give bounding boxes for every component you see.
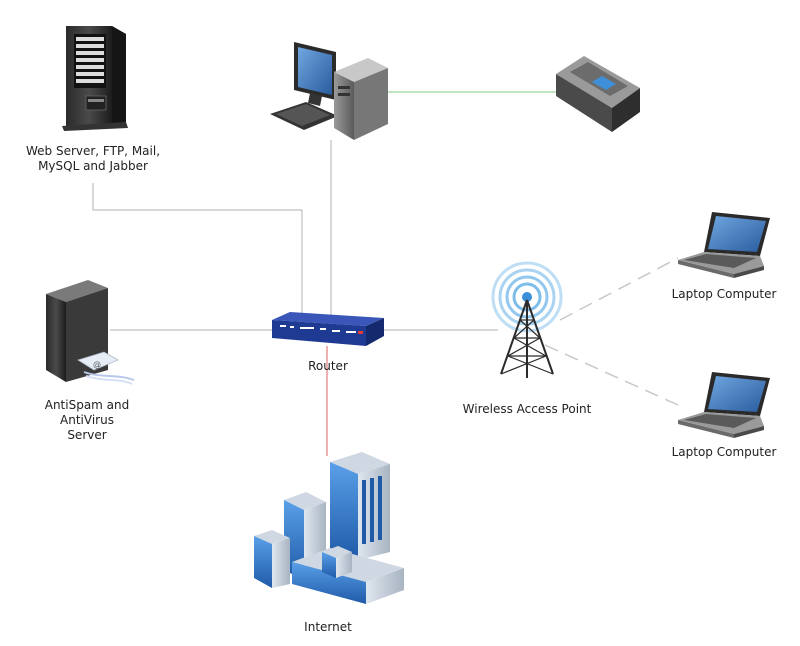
laptop-icon [678,372,770,438]
desktop-computer-icon [270,42,388,140]
antispam-label-line3: Server [67,428,107,442]
wifi-link-laptop-bottom [544,344,679,406]
wireless-tower-icon [491,261,563,378]
laptop-icon [678,212,770,278]
laptop-bottom-label: Laptop Computer [671,445,777,459]
connection-lines [92,91,679,456]
wireless-access-point-label: Wireless Access Point [462,402,592,416]
printer-icon [556,56,640,132]
web-server-label-line1: Web Server, FTP, Mail, [25,144,161,158]
router-label: Router [308,359,348,373]
link-webserver-router [92,183,303,318]
wifi-link-laptop-top [559,257,679,321]
server-tower-icon [62,26,128,131]
internet-label: Internet [304,620,352,634]
antispam-server-label: AntiSpam and AntiVirus Server [27,398,147,443]
web-server-label-line2: MySQL and Jabber [38,159,148,173]
svg-text:@: @ [93,360,101,369]
web-server-label: Web Server, FTP, Mail, MySQL and Jabber [3,144,183,174]
antispam-label-line2: AntiVirus [60,413,114,427]
antispam-label-line1: AntiSpam and [44,398,130,412]
mail-server-icon: @ [46,280,135,385]
router-icon [272,312,384,346]
city-buildings-icon [254,452,404,604]
laptop-top-label: Laptop Computer [671,287,777,301]
